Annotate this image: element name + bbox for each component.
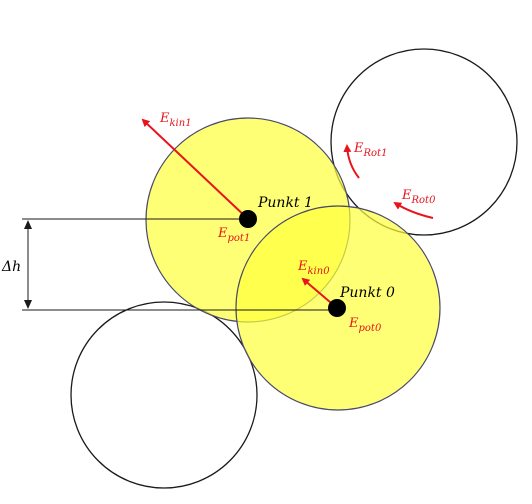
erot1-rotation-arrow xyxy=(343,144,360,179)
ekin1-arrow xyxy=(141,118,249,220)
ekin1-label: Ekin1 xyxy=(159,111,192,129)
delta-h-label: Δh xyxy=(1,259,21,275)
ekin0-label: Ekin0 xyxy=(297,259,330,277)
punkt0-label: Punkt 0 xyxy=(339,285,395,301)
epot0-label: Epot0 xyxy=(348,316,382,334)
point-0-dot xyxy=(328,299,346,317)
point-1-dot xyxy=(239,210,257,228)
erot0-label: ERot0 xyxy=(401,188,436,206)
lower-left-ball xyxy=(70,301,258,489)
erot0-rotation-arrow xyxy=(393,201,434,219)
epot1-label: Epot1 xyxy=(217,226,250,244)
upper-right-ball xyxy=(330,48,518,236)
punkt1-label: Punkt 1 xyxy=(257,195,313,211)
delta-h-arrowhead-top xyxy=(24,220,32,229)
erot1-label: ERot1 xyxy=(353,141,387,159)
delta-h-arrowhead-bottom xyxy=(24,300,32,309)
